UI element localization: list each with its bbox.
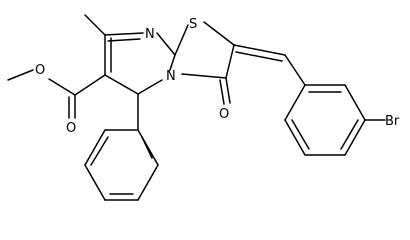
atom-o-ketone: O	[219, 107, 229, 122]
bond-ph-inner-c	[90, 136, 109, 166]
bond-c3-o-inner	[219, 79, 225, 105]
bond-c6-cester	[74, 74, 106, 96]
bond-ar-inner-b	[340, 119, 359, 150]
bond-n4-c5	[137, 79, 163, 95]
atom-br: Br	[385, 114, 400, 129]
bond-ch-aryl	[284, 54, 306, 86]
bond-ph1-ph2	[137, 129, 159, 166]
bond-ph4-ph5	[84, 164, 106, 201]
molecule-structure-diagram: N S N O O O Br	[7, 14, 400, 201]
bond-s1-c2	[203, 21, 235, 46]
bond-c7-n8-inner	[107, 38, 141, 42]
bond-n8-c8a	[156, 32, 176, 56]
bond-ar3-ar4	[344, 119, 366, 156]
bond-c3-o	[225, 77, 231, 104]
atom-n-ring-bottom: N	[166, 69, 176, 84]
bond-ph-inner-a	[141, 136, 153, 159]
atom-s-ring: S	[189, 17, 197, 32]
bond-ar2-ar3	[344, 84, 366, 121]
bond-os-ch3	[7, 69, 34, 81]
bond-ph2-ph3	[137, 164, 159, 201]
bond-c8a-n4	[169, 54, 176, 71]
atom-o-ester-single: O	[35, 63, 45, 78]
bond-c3-n4	[181, 73, 227, 79]
bond-methyl	[84, 14, 106, 36]
bond-c5-c6	[104, 74, 139, 95]
atom-n-ring-top: N	[145, 27, 155, 42]
bond-c8a-s1	[174, 24, 189, 56]
bonds-group	[7, 14, 386, 201]
bond-exo-cc	[233, 44, 286, 56]
bond-c2-c3	[225, 44, 235, 79]
atom-o-ester-carbonyl: O	[66, 121, 76, 136]
bond-ar5-ar6	[284, 119, 306, 156]
atom-labels-group: N S N O O O Br	[35, 17, 400, 136]
bond-c7-n8	[104, 32, 144, 36]
bond-ar-inner-c	[291, 119, 310, 150]
bond-exo-cc-inner	[235, 51, 283, 62]
bond-ar6-ar1	[284, 84, 306, 121]
bond-cester-os	[48, 78, 76, 96]
bond-ph5-ph6	[84, 129, 106, 166]
